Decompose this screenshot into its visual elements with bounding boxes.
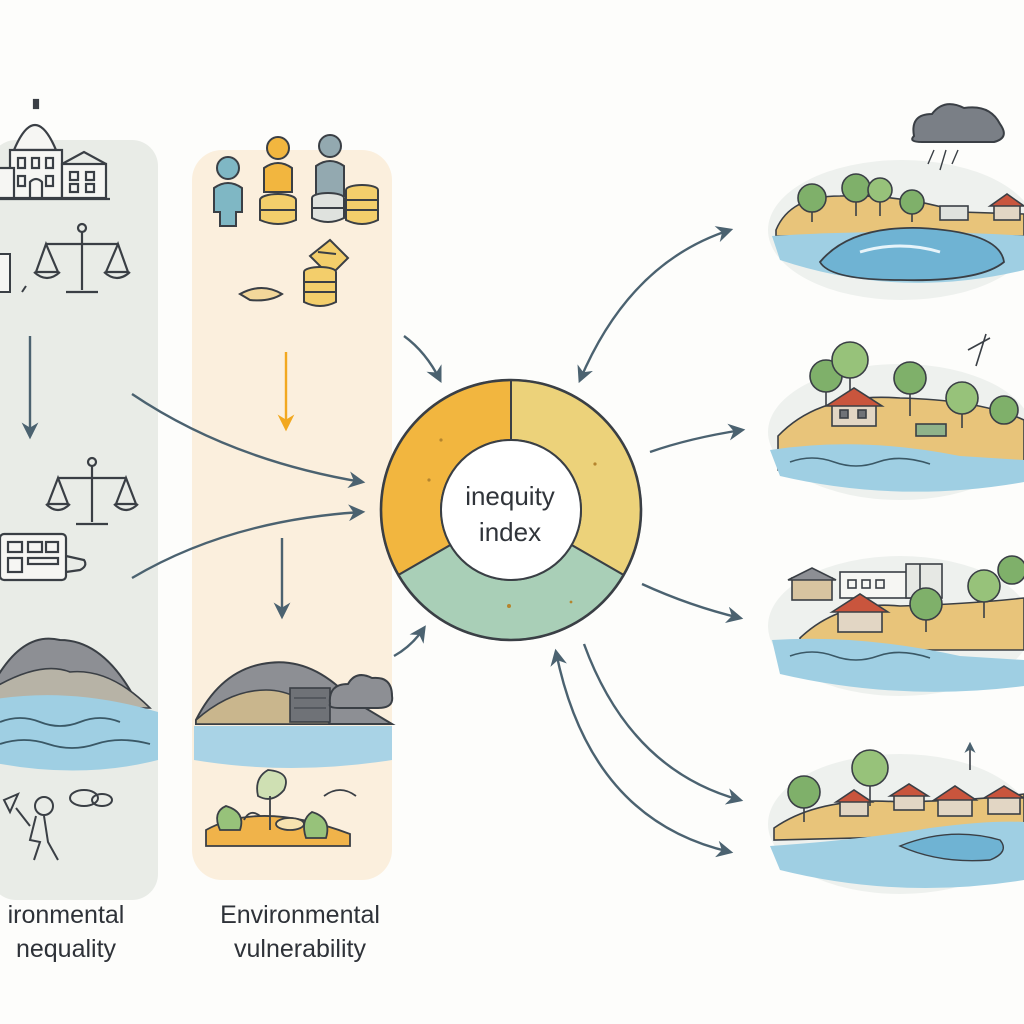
arrow-scene-2 <box>649 423 746 454</box>
center-label-line2: index <box>478 517 542 547</box>
house-icon <box>939 193 1024 221</box>
water-icon <box>194 726 392 768</box>
scene-town-factory <box>768 555 1024 696</box>
scene-hill-houses <box>768 333 1024 500</box>
document-icon <box>0 532 87 582</box>
scales-of-justice-icon <box>33 222 131 294</box>
vulnerability-label-line1: Environmental <box>220 901 380 929</box>
house-icon <box>833 783 1024 817</box>
rain-cloud-icon <box>911 103 1005 171</box>
vulnerability-label-line2: vulnerability <box>233 935 366 963</box>
people-icon <box>213 134 345 227</box>
arrow-scene-3 <box>641 582 744 624</box>
inequality-column-label: ironmental nequality <box>0 898 146 966</box>
tree-icon <box>205 769 357 847</box>
connector-arrows-out <box>550 226 746 858</box>
tree-icon <box>909 555 1024 632</box>
inequality-panel <box>0 140 158 900</box>
coins-icon <box>259 184 379 225</box>
connector-arrows-in <box>131 335 442 658</box>
scene-island-lake <box>768 103 1024 300</box>
house-icon <box>829 593 891 633</box>
arrow-scene-1 <box>577 226 734 384</box>
inequity-index-donut <box>379 378 643 642</box>
vulnerability-column <box>192 134 396 880</box>
mountain-icon <box>0 637 152 709</box>
money-bag-icon <box>237 238 350 307</box>
people-icon <box>2 789 113 861</box>
vulnerability-panel <box>192 150 392 880</box>
scene-village-river <box>768 741 1024 894</box>
government-building-icon <box>0 98 110 201</box>
scales-of-justice-icon <box>45 456 139 526</box>
vulnerability-column-label: Environmental vulnerability <box>200 898 400 966</box>
tree-icon <box>809 341 1019 428</box>
water-icon <box>0 695 158 771</box>
tree-icon <box>797 173 925 222</box>
mountain-icon <box>195 661 396 725</box>
arrow-vulnerability-bottom <box>393 625 426 658</box>
arrow-scene-5 <box>550 648 734 858</box>
arrow-vulnerability-top <box>403 335 442 384</box>
inequality-label-line1: ironmental <box>7 901 125 929</box>
arrow-inequality-upper <box>131 393 366 489</box>
inequality-column <box>0 98 158 900</box>
house-icon <box>823 387 947 437</box>
document-icon <box>0 253 27 293</box>
rain-cloud-icon <box>328 674 394 709</box>
inequity-index-label: inequity index <box>440 478 580 550</box>
arrow-inequality-lower <box>131 504 366 580</box>
tree-icon <box>787 749 889 822</box>
center-label-line1: inequity <box>465 481 555 511</box>
inequality-label-line2: nequality <box>15 935 117 963</box>
